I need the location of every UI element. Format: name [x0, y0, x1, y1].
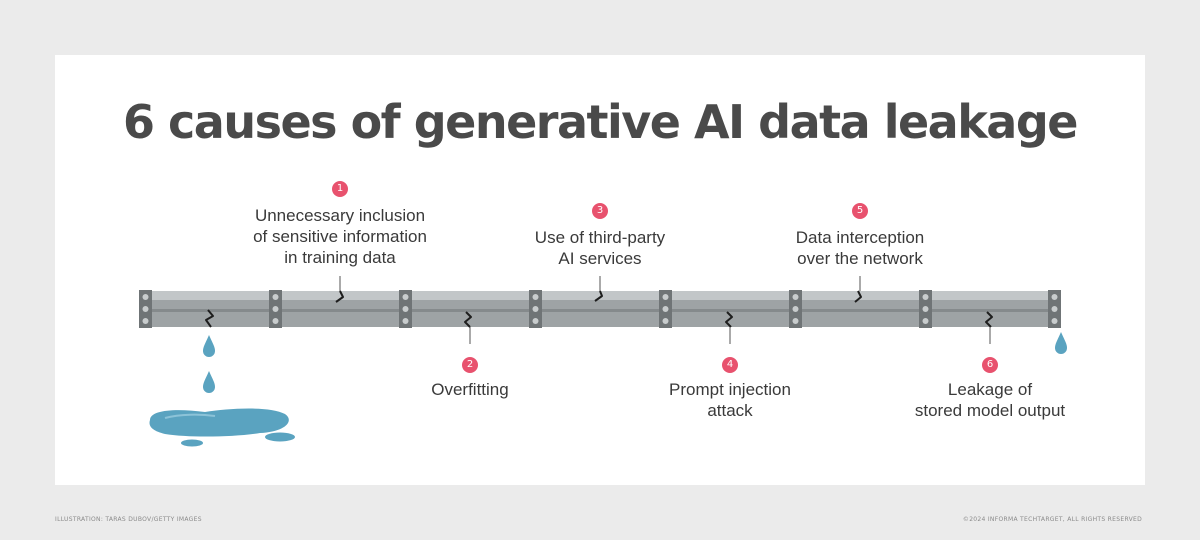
cause-1-label-line: Unnecessary inclusion — [254, 206, 426, 225]
cause-5-label-line: over the network — [797, 249, 923, 268]
water-drops — [203, 332, 1067, 393]
water-puddle — [149, 408, 295, 447]
crack-icon — [335, 290, 344, 303]
cause-1-label-line: of sensitive information — [253, 227, 427, 246]
cause-2-label-line: Overfitting — [431, 380, 509, 399]
pipe-joint — [529, 290, 542, 328]
crack-icon — [854, 290, 862, 303]
crack-icon — [985, 311, 993, 328]
pipe-joint — [789, 290, 802, 328]
cause-6-label: Leakage of stored model output — [880, 379, 1100, 421]
cause-3-label: Use of third-party AI services — [500, 227, 700, 269]
diagram-title: 6 causes of generative AI data leakage — [123, 95, 1078, 149]
pipe-joint — [139, 290, 152, 328]
cause-4-label-line: Prompt injection — [669, 380, 791, 399]
cause-6-label-line: Leakage of — [947, 380, 1033, 399]
cause-3-label-line: AI services — [558, 249, 642, 268]
cause-6-label-line: stored model output — [914, 401, 1066, 420]
pipe-joint — [1048, 290, 1061, 328]
crack-icon — [725, 311, 733, 328]
crack-icon — [205, 309, 214, 328]
cause-5-label: Data interception over the network — [760, 227, 960, 269]
cause-2-number-badge: 2 — [462, 357, 478, 373]
pipe-joint — [659, 290, 672, 328]
illustration-credit: ILLUSTRATION: TARAS DUBOV/GETTY IMAGES — [55, 516, 202, 523]
cause-1-label: Unnecessary inclusion of sensitive infor… — [220, 205, 460, 268]
cause-3-label-line: Use of third-party — [534, 228, 666, 247]
cause-4-label-line: attack — [707, 401, 753, 420]
cause-4-label: Prompt injection attack — [630, 379, 830, 421]
water-drop-icon — [203, 371, 215, 393]
pipe-joint — [269, 290, 282, 328]
pipe-joints — [139, 290, 1061, 328]
connector-lines — [339, 276, 991, 344]
cause-3-number-badge: 3 — [592, 203, 608, 219]
cause-4-number-badge: 4 — [722, 357, 738, 373]
water-drop-icon — [1055, 332, 1067, 354]
cause-5-label-line: Data interception — [795, 228, 925, 247]
pipe-joint — [919, 290, 932, 328]
pipe-cracks — [205, 290, 993, 328]
cause-5-number-badge: 5 — [852, 203, 868, 219]
cause-2-label: Overfitting — [370, 379, 570, 400]
pipe — [140, 291, 1060, 327]
crack-icon — [464, 311, 472, 328]
cause-1-label-line: in training data — [284, 248, 396, 267]
copyright-notice: ©2024 INFORMA TECHTARGET, ALL RIGHTS RES… — [962, 516, 1142, 523]
pipe-joint — [399, 290, 412, 328]
crack-icon — [594, 290, 603, 302]
cause-1-number-badge: 1 — [332, 181, 348, 197]
water-drop-icon — [203, 335, 215, 357]
cause-6-number-badge: 6 — [982, 357, 998, 373]
